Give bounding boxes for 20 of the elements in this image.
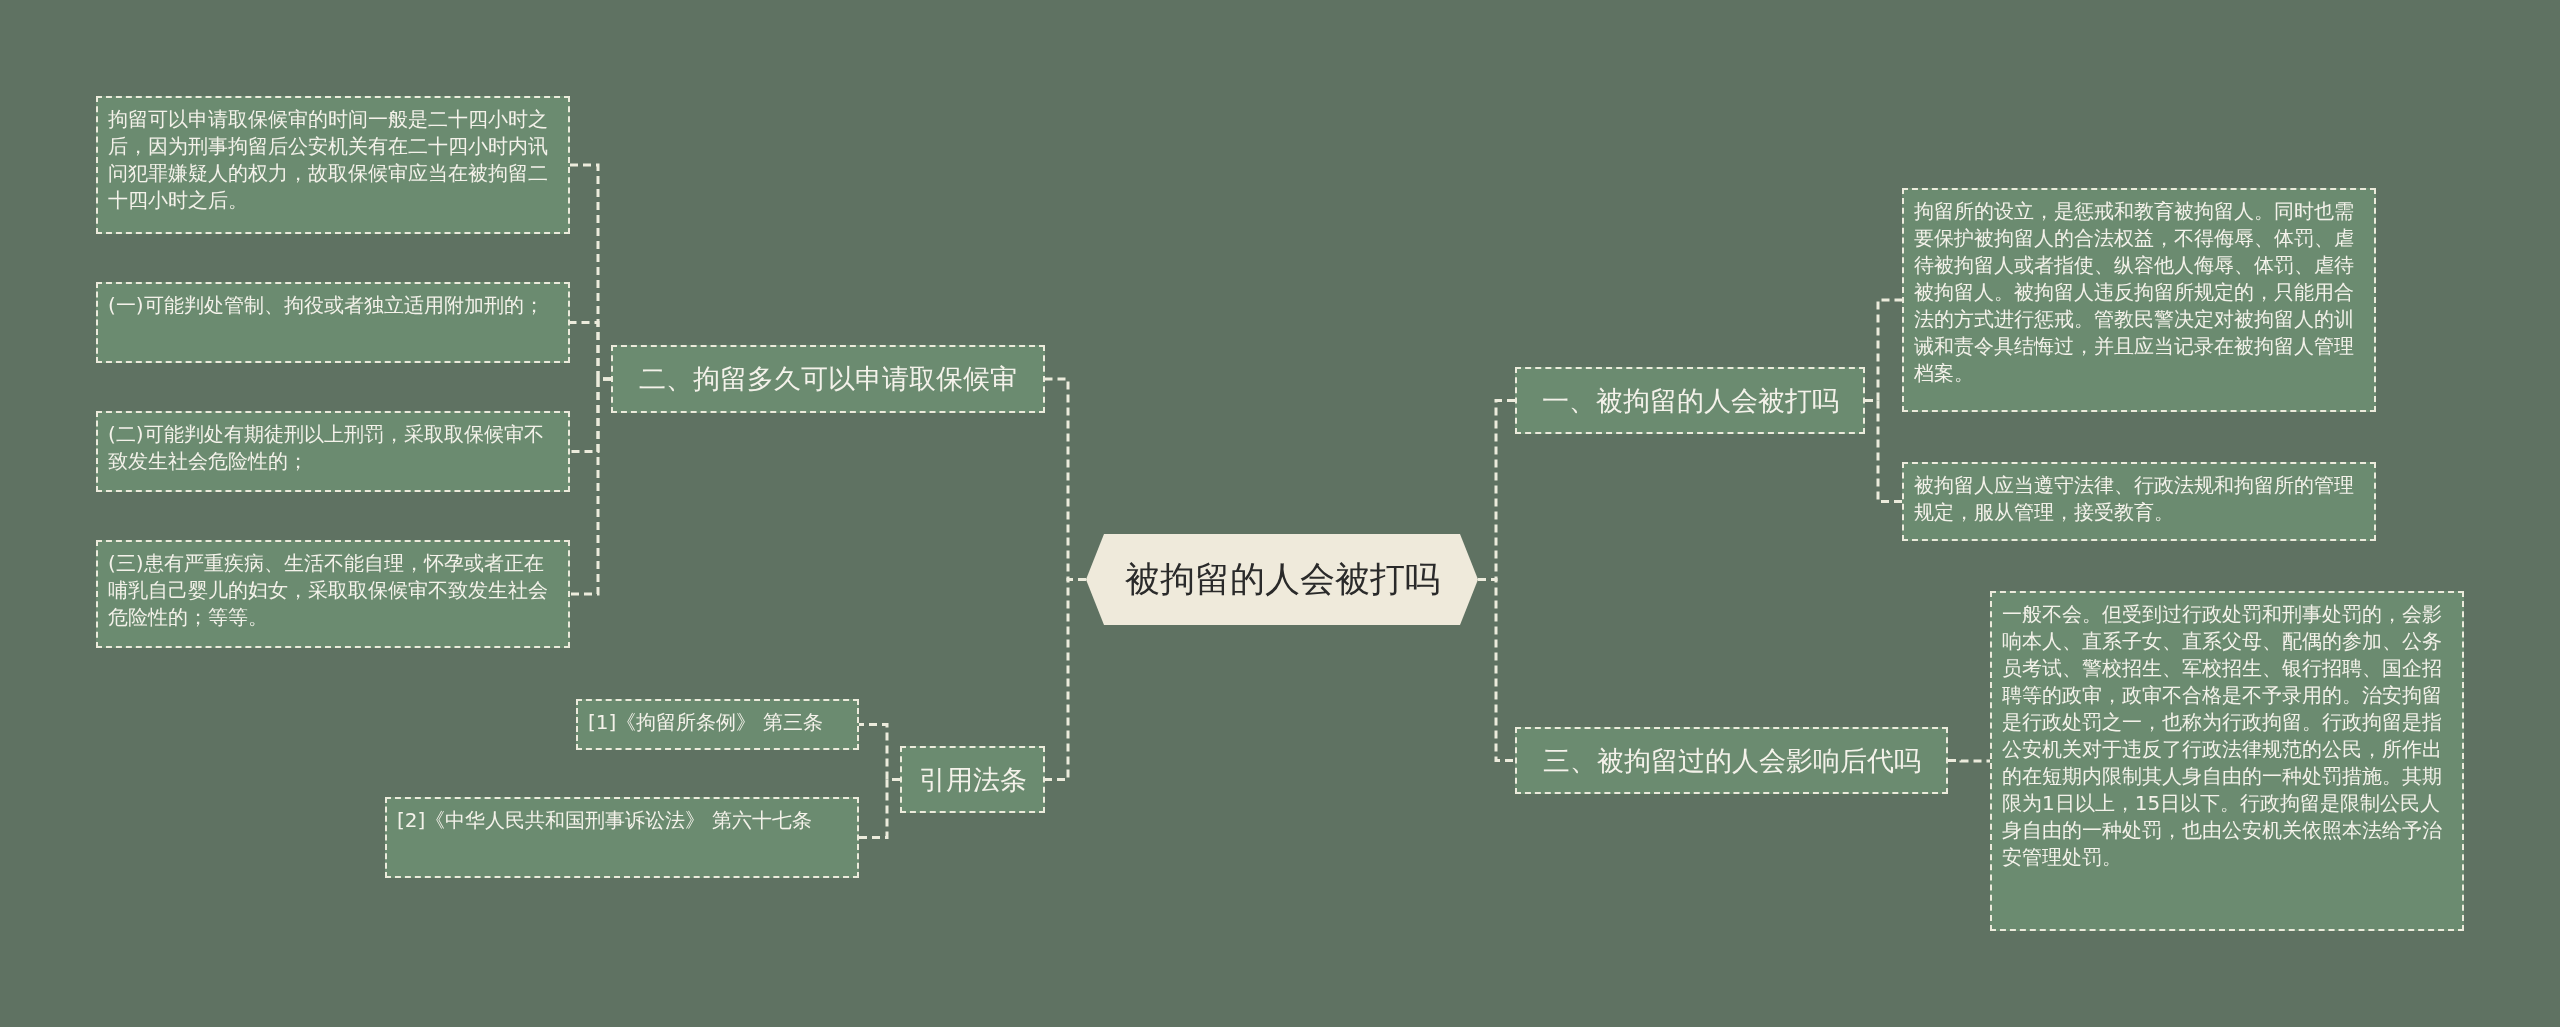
connector-line	[859, 778, 900, 839]
note-box: [2]《中华人民共和国刑事诉讼法》 第六十七条	[385, 797, 859, 878]
connector-line	[1478, 578, 1515, 762]
connector-line	[1045, 578, 1086, 781]
note-box: [1]《拘留所条例》 第三条	[576, 699, 859, 750]
note-box: 一般不会。但受到过行政处罚和刑事处罚的，会影响本人、直系子女、直系父母、配偶的参加、公务员考试、警校招生、军校招生、银行招聘、国企招聘等的政审，政审不合格是不予录用的。治安拘留是行政处罚之一，也称为行政拘留。行政拘留是指公安机关对于违反了行政法律规范的公民，所作出的在短期内限制其人身自由的一种处罚措施。其期限为1日以上，15日以下。行政拘留是限制公民人身自由的一种处罚，也由公安机关依照本法给予治安管理处罚。	[1990, 591, 2464, 931]
connector-line	[1865, 399, 1902, 503]
topic-box: 一、被拘留的人会被打吗	[1515, 367, 1865, 434]
topic-box: 二、拘留多久可以申请取保候审	[611, 345, 1045, 413]
note-box: 拘留可以申请取保候审的时间一般是二十四小时之后，因为刑事拘留后公安机关有在二十四小时内讯问犯罪嫌疑人的权力，故取保候审应当在被拘留二十四小时之后。	[96, 96, 570, 234]
connector-line	[570, 377, 611, 596]
topic-box: 引用法条	[900, 746, 1045, 813]
topic-box: 三、被拘留过的人会影响后代吗	[1515, 727, 1948, 794]
note-box: 拘留所的设立，是惩戒和教育被拘留人。同时也需要保护被拘留人的合法权益，不得侮辱、体罚、虐待被拘留人或者指使、纵容他人侮辱、体罚、虐待被拘留人。被拘留人违反拘留所规定的，只能用合法的方式进行惩戒。管教民警决定对被拘留人的训诫和责令具结悔过，并且应当记录在被拘留人管理档案。	[1902, 188, 2376, 412]
note-box: (二)可能判处有期徒刑以上刑罚，采取取保候审不致发生社会危险性的；	[96, 411, 570, 492]
note-box: (一)可能判处管制、拘役或者独立适用附加刑的；	[96, 282, 570, 363]
connector-line	[1948, 759, 1990, 763]
note-box: 被拘留人应当遵守法律、行政法规和拘留所的管理规定，服从管理，接受教育。	[1902, 462, 2376, 541]
central-topic: 被拘留的人会被打吗	[1086, 534, 1478, 625]
note-box: (三)患有严重疾病、生活不能自理，怀孕或者正在哺乳自己婴儿的妇女，采取取保候审不致发生社会危险性的；等等。	[96, 540, 570, 648]
